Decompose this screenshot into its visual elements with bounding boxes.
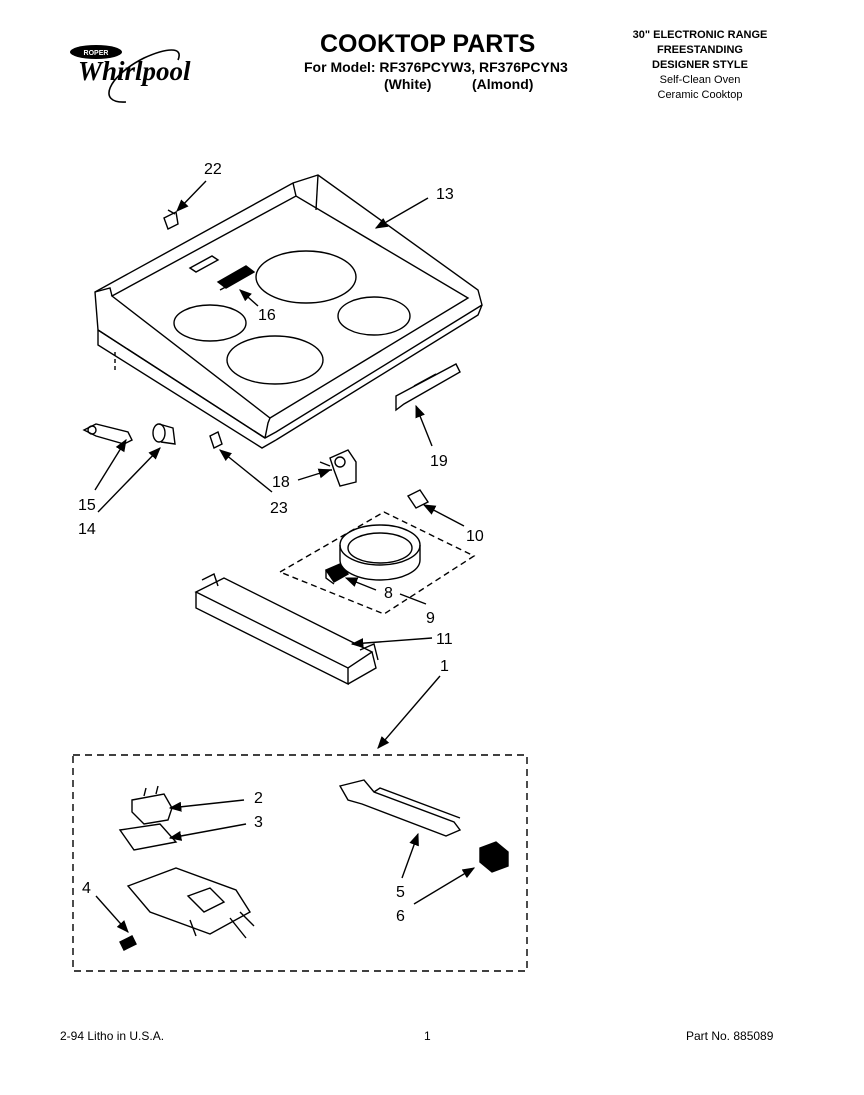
leader-2 (168, 799, 245, 812)
variant-white: (White) (384, 76, 432, 92)
logo-badge (70, 45, 122, 59)
spec-line-designer: DESIGNER STYLE (652, 59, 748, 71)
spec-block: 30" ELECTRONIC RANGE FREESTANDING DESIGN… (610, 28, 790, 103)
callout-15: 15 (78, 497, 96, 514)
spec-line-cooktop: Ceramic Cooktop (657, 89, 743, 101)
part-3-insulator (118, 823, 178, 851)
footer-litho: 2-94 Litho in U.S.A. (60, 1029, 165, 1043)
part-19-bracket (395, 363, 461, 412)
callout-5: 5 (396, 884, 405, 901)
callout-18: 18 (272, 474, 290, 491)
part-8-terminal-block (324, 563, 350, 585)
part-10-clip (406, 489, 430, 509)
leader-3 (168, 823, 247, 841)
logo-swoosh (108, 49, 180, 103)
callout-3: 3 (254, 814, 263, 831)
callout-23: 23 (270, 500, 288, 517)
part-11-support-bar (194, 573, 379, 686)
leader-22 (176, 180, 207, 212)
callout-16: 16 (258, 307, 276, 324)
leader-6 (413, 867, 476, 905)
leader-1 (377, 675, 441, 749)
page-title: COOKTOP PARTS (320, 30, 536, 58)
footer-page-number: 1 (424, 1029, 431, 1043)
spec-line-freestanding: FREESTANDING (657, 44, 743, 56)
part-6-block (479, 841, 509, 873)
leader-4 (95, 895, 129, 933)
model-variants: (White) (Almond) (384, 76, 533, 92)
part-16-indicator-lamp (216, 265, 256, 291)
heating-element-front-large-outline (226, 335, 324, 385)
model-line: For Model: RF376PCYW3, RF376PCYN3 (304, 59, 568, 75)
callout-10: 10 (466, 528, 484, 545)
part-2-switch (131, 785, 173, 825)
leader-15 (94, 438, 127, 491)
part-22-clip (163, 209, 179, 230)
callout-19: 19 (430, 453, 448, 470)
callout-11: 11 (436, 631, 453, 648)
part-heating-element (339, 524, 421, 581)
spec-line-range: 30" ELECTRONIC RANGE (632, 29, 768, 41)
callout-1: 1 (440, 658, 449, 675)
callout-9: 9 (426, 610, 435, 627)
footer-part-number: Part No. 885089 (686, 1029, 774, 1043)
part-1-kit-box (72, 754, 528, 972)
callout-14: 14 (78, 521, 96, 538)
callout-13: 13 (436, 186, 454, 203)
part-15-bracket (82, 423, 133, 445)
part-4-connector (119, 935, 137, 951)
cooktop-main-top (94, 174, 483, 449)
whirlpool-logo: ROPER Whirlpool (66, 36, 206, 111)
part-14-bumper (152, 423, 176, 445)
part-5-bar (338, 779, 462, 837)
leader-16 (239, 289, 259, 307)
callout-4: 4 (82, 880, 91, 897)
leader-13 (374, 197, 429, 229)
callout-22: 22 (204, 161, 222, 178)
heating-element-front-left-outline (173, 304, 247, 342)
heating-element-rear-right-outline (255, 250, 357, 304)
variant-almond: (Almond) (472, 76, 534, 92)
callout-6: 6 (396, 908, 405, 925)
part-switch-bracket-assembly (126, 867, 255, 939)
leader-11 (350, 637, 433, 649)
leader-18 (297, 468, 332, 481)
leader-23 (219, 449, 273, 493)
callout-8: 8 (384, 585, 393, 602)
leader-10 (422, 504, 465, 527)
part-23-clip (209, 431, 223, 449)
leader-5 (401, 832, 419, 879)
leader-14 (97, 447, 161, 513)
leader-9 (399, 593, 427, 605)
heating-element-rear-small-outline (337, 296, 411, 336)
indicator-slot (188, 255, 220, 273)
callout-2: 2 (254, 790, 263, 807)
leader-19 (415, 404, 433, 447)
part-18-switch (319, 449, 357, 487)
logo-wordmark: Whirlpool (78, 56, 191, 86)
spec-line-oven: Self-Clean Oven (659, 74, 741, 86)
leader-8 (344, 577, 377, 591)
logo-badge-text: ROPER (84, 50, 109, 57)
